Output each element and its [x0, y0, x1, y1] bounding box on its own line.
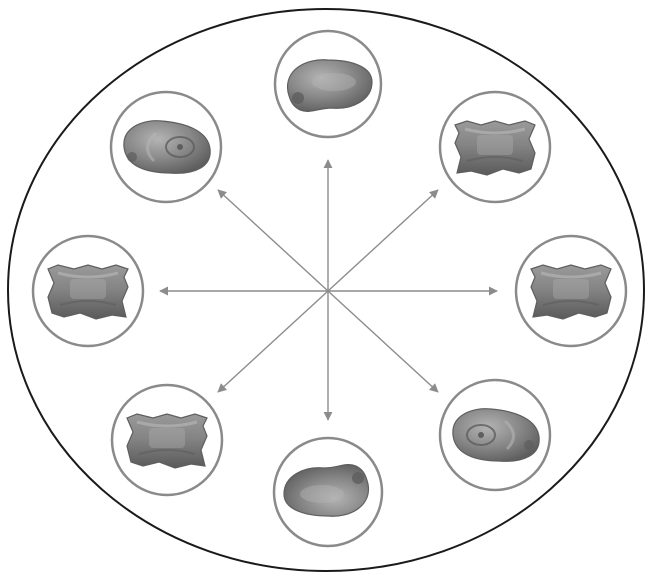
bone-process: [352, 472, 364, 484]
bone-process: [524, 440, 534, 450]
bone-facet: [477, 135, 513, 155]
bone-process: [127, 152, 137, 162]
view-top-left: [111, 92, 221, 202]
view-left: [33, 236, 143, 346]
bone-facet: [300, 485, 344, 503]
view-top-right: [440, 92, 550, 202]
bone-facet: [553, 279, 589, 299]
bone-process: [292, 92, 304, 104]
view-bottom-right: [440, 380, 550, 490]
view-bottom: [274, 438, 382, 546]
view-top: [275, 31, 381, 137]
bone-facet: [149, 428, 185, 448]
bone-foramen: [177, 144, 183, 150]
view-bottom-left: [112, 385, 222, 495]
view-right: [516, 236, 626, 346]
bone-foramen: [478, 432, 484, 438]
bone-facet: [70, 279, 106, 299]
bone-facet: [312, 73, 356, 91]
